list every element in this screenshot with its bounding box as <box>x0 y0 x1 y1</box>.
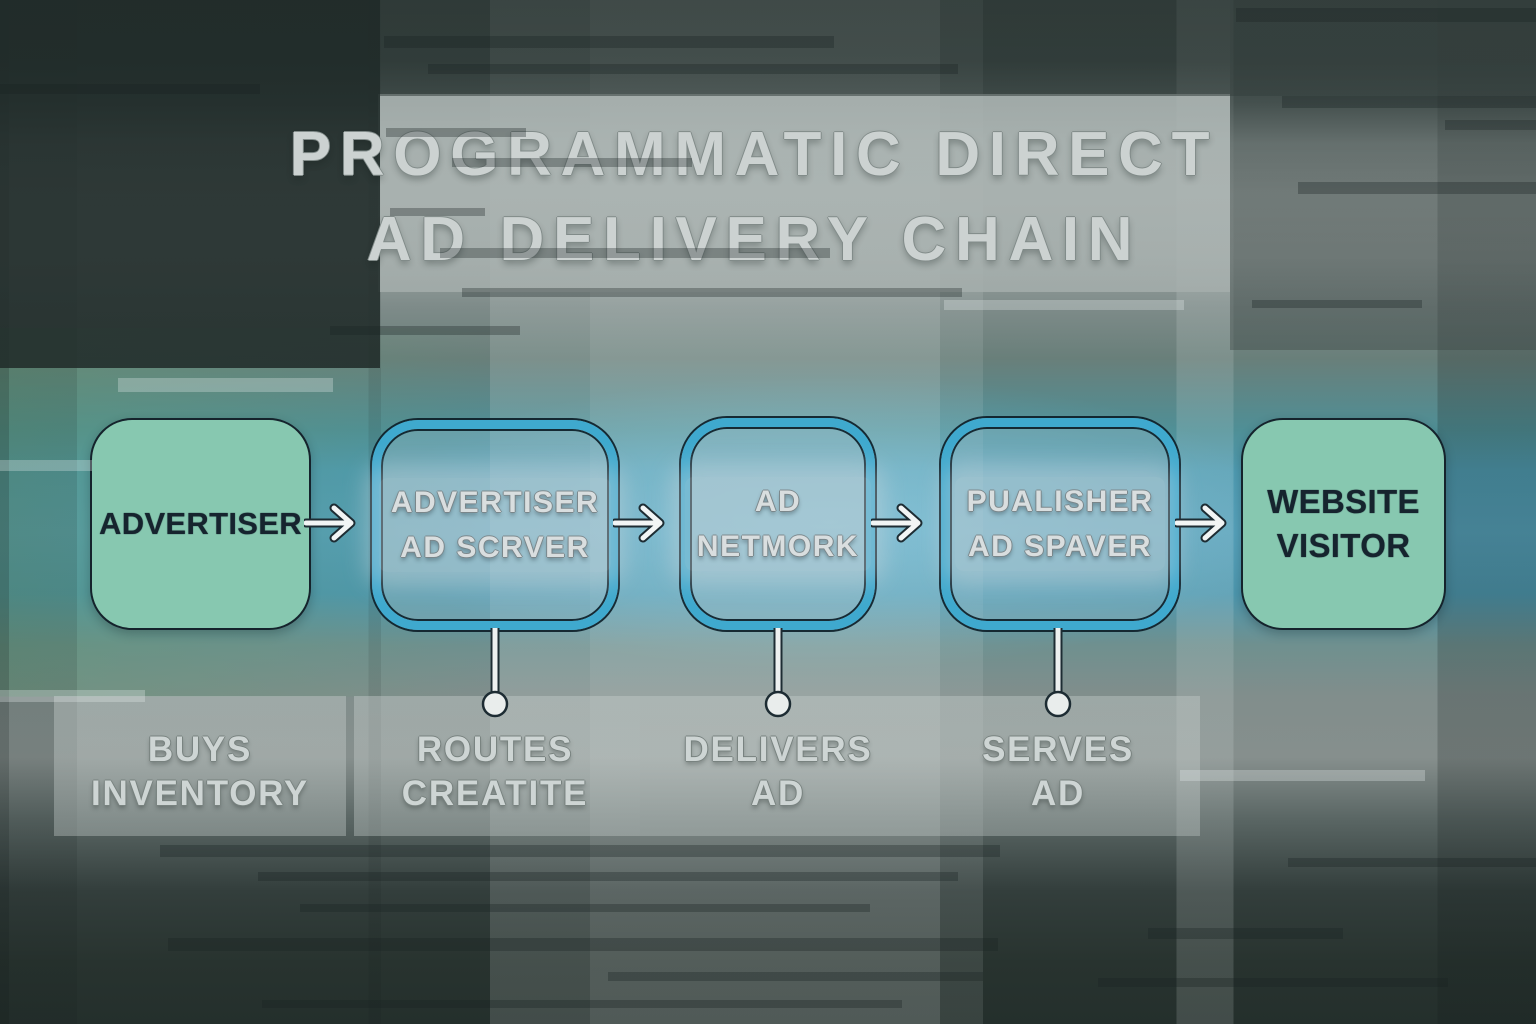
glitch-streak <box>1236 8 1536 22</box>
title-line-1: PROGRAMMATIC DIRECT <box>289 120 1219 189</box>
arrow-right-icon <box>871 503 923 543</box>
glitch-streak <box>608 972 983 981</box>
glitch-streak <box>1288 858 1536 867</box>
diagram-title: PROGRAMMATIC DIRECT AD DELIVERY CHAIN <box>0 112 1522 282</box>
node-advertiser-label: ADVERTISER <box>99 506 302 541</box>
node-website-visitor-label: WEBSITE VISITOR <box>1267 483 1420 564</box>
node-advertiser: ADVERTISER <box>90 418 311 630</box>
title-line-2: AD DELIVERY CHAIN <box>366 205 1142 274</box>
glitch-streak <box>330 326 520 335</box>
caption-delivers-ad: DELIVERS AD <box>683 730 873 813</box>
glitch-streak <box>0 84 260 94</box>
glitch-streak <box>1252 300 1422 308</box>
glitch-streak <box>1282 96 1536 108</box>
glitch-streak <box>1098 978 1448 987</box>
caption-serves-ad: SERVES AD <box>982 730 1134 813</box>
glitch-streak <box>262 1000 902 1008</box>
node-publisher-ad-server: PUALISHER AD SPAVER <box>941 418 1179 630</box>
caption-buys-inventory: BUYS INVENTORY <box>90 730 309 813</box>
glitch-streak <box>462 288 962 297</box>
glitch-streak <box>428 64 958 74</box>
glitch-streak <box>0 460 92 471</box>
glitch-streak <box>160 845 1000 857</box>
glitch-streak <box>384 36 834 48</box>
glitch-streak <box>168 938 998 951</box>
glitch-streak <box>1148 928 1343 939</box>
node-ad-network: AD NETMORK <box>681 418 875 630</box>
node-website-visitor: WEBSITE VISITOR <box>1241 418 1446 630</box>
glitch-streak <box>258 872 958 881</box>
glitch-streak <box>118 378 333 392</box>
connector-pin-icon <box>1044 628 1072 718</box>
caption-routes-creative: ROUTES CREATITE <box>401 730 589 813</box>
node-publisher-ad-server-label: PUALISHER AD SPAVER <box>954 477 1166 571</box>
glitch-streak <box>944 300 1184 310</box>
node-advertiser-ad-server-label: ADVERTISER AD SCRVER <box>378 478 612 572</box>
glitch-streak <box>300 904 870 912</box>
connector-pin-icon <box>764 628 792 718</box>
arrow-right-icon <box>1175 503 1227 543</box>
arrow-right-icon <box>304 503 356 543</box>
node-advertiser-ad-server: ADVERTISER AD SCRVER <box>372 420 618 630</box>
glitch-streak <box>0 690 145 702</box>
node-ad-network-label: AD NETMORK <box>684 477 872 571</box>
arrow-right-icon <box>613 503 665 543</box>
connector-pin-icon <box>481 628 509 718</box>
